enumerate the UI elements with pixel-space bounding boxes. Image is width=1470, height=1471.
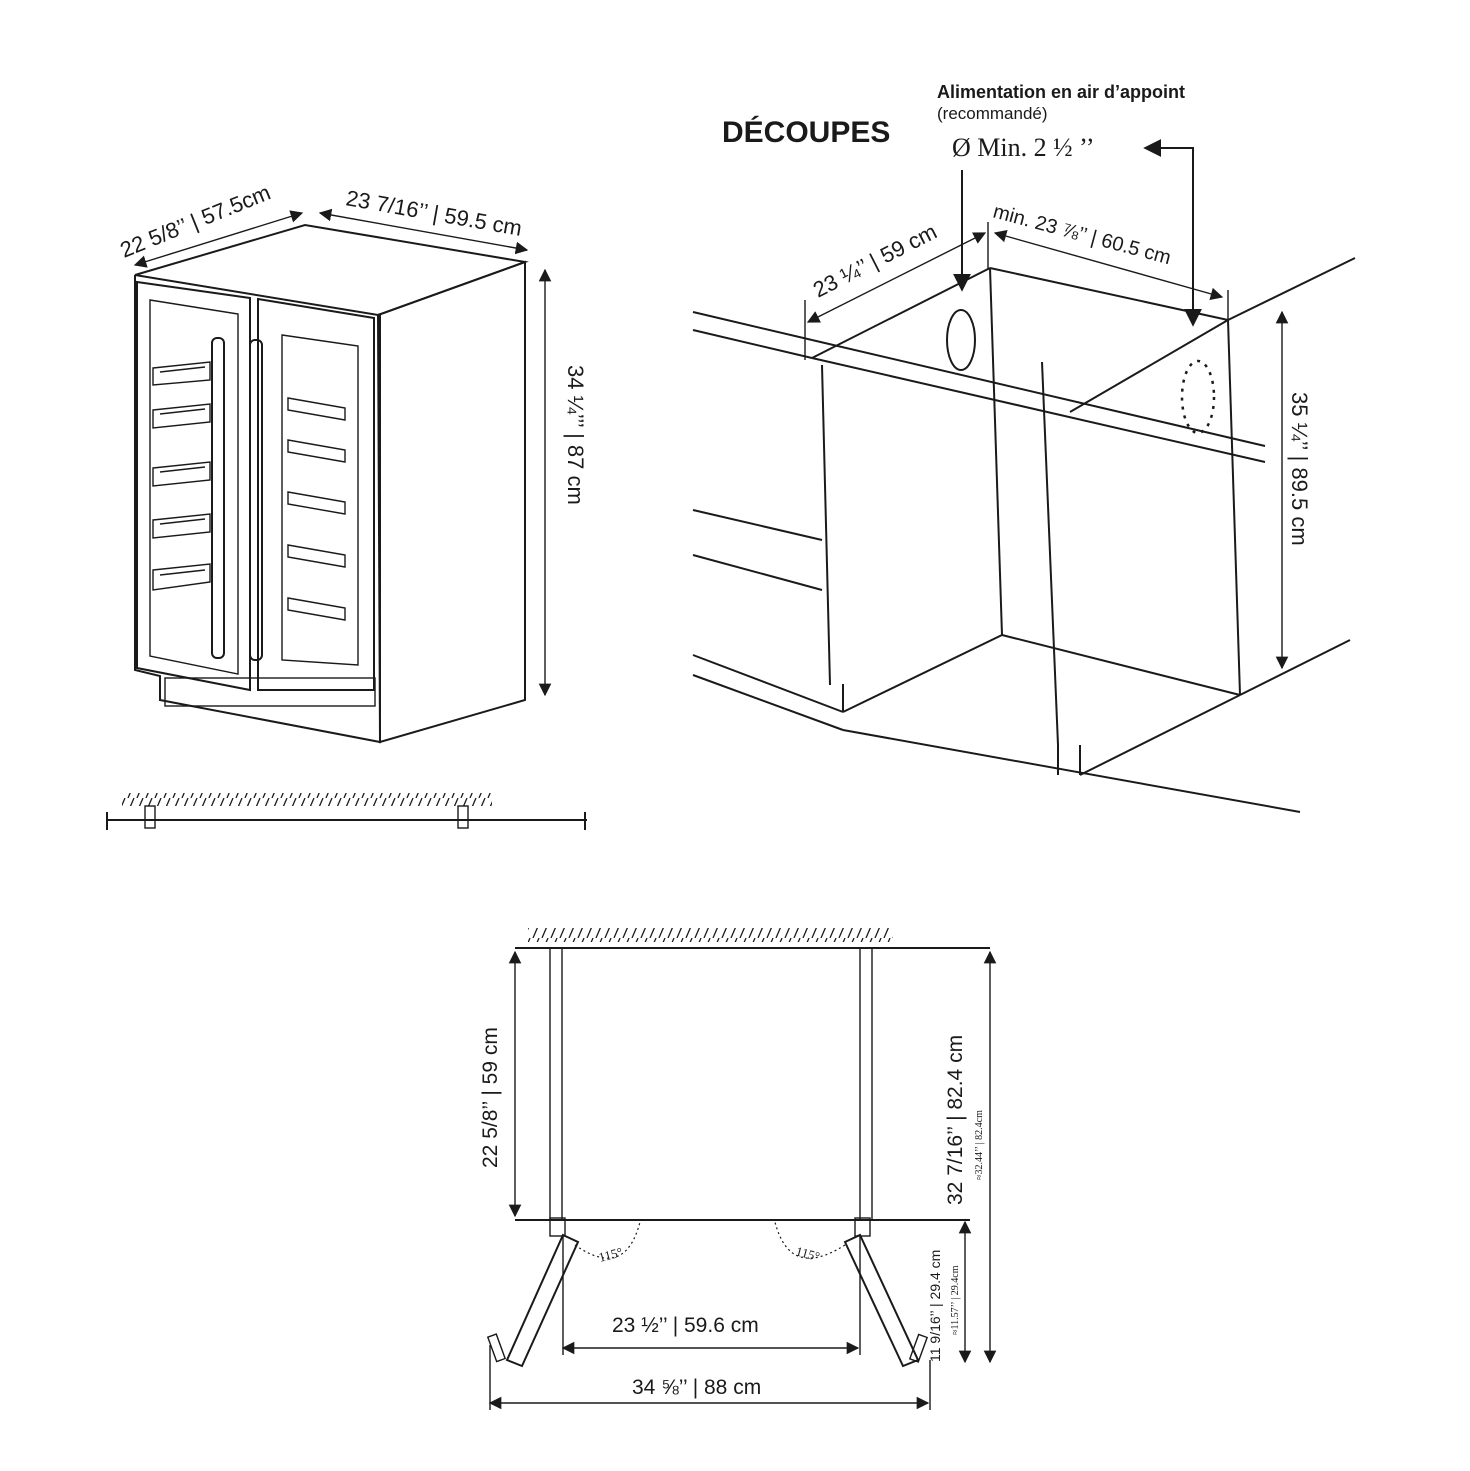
right-vent-hole (1180, 359, 1216, 435)
cabinet-height-label: 34 ¼’’’ | 87 cm (563, 365, 588, 505)
left-foot (144, 805, 156, 829)
plan-depth-label: 22 5/8’’ | 59 cm (479, 1027, 502, 1168)
left-open-door (505, 1233, 580, 1368)
left-shelves (152, 361, 211, 591)
plan-total-depth-small: ≈32.44’’ | 82.4cm (974, 1110, 985, 1180)
right-door (257, 297, 375, 691)
base-grille (164, 677, 376, 707)
cabinet-depth-label: 22 5/8’’ | 57.5cm (117, 180, 275, 263)
cabinet-width-label: 23 7/16’’ | 59.5 cm (344, 185, 524, 241)
left-door-glass (149, 299, 239, 675)
cutout-cavity (692, 267, 1351, 813)
right-angle-label: 115° (794, 1243, 821, 1264)
right-open-door (843, 1233, 920, 1368)
cutout-width-dimension (993, 230, 1224, 300)
cabinet-width-dimension (318, 208, 529, 255)
cutout-title: DÉCOUPES (722, 115, 890, 149)
plan-total-depth-label: 32 7/16’’ | 82.4 cm (944, 1035, 967, 1205)
plan-total-width-label: 34 ⅝’’ | 88 cm (632, 1376, 761, 1399)
plan-inner-width-label: 23 ½’’ | 59.6 cm (612, 1314, 759, 1337)
left-door (136, 280, 251, 692)
air-supply-title: Alimentation en air d’appoint (937, 82, 1185, 102)
right-side-panel (859, 947, 873, 1221)
air-supply-subtitle: (recommandé) (937, 104, 1048, 123)
cabinet-side (376, 260, 526, 744)
right-shelves (287, 397, 346, 621)
cabinet-view: 22 5/8’’ | 57.5cm 23 7/16’’ | 59.5 cm 34… (106, 180, 588, 830)
left-angle-label: 115° (597, 1244, 624, 1265)
right-foot (457, 805, 469, 829)
plan-view: 115° 115° 22 5/8’’ | 59 cm 32 7/16’’ | 8… (479, 928, 997, 1410)
right-swing-arc (774, 1221, 846, 1259)
cutout-height-label: 35 ¼’’ | 89.5 cm (1287, 392, 1312, 546)
left-vent-hole (946, 309, 976, 371)
cutout-view: DÉCOUPES Alimentation en air d’appoint (… (692, 82, 1356, 813)
countertop-lines (692, 257, 1356, 463)
plan-door-depth-label: 11 9/16’’ | 29.4 cm (927, 1250, 943, 1362)
hole-diameter-label: Ø Min. 2 ½ ’’ (952, 133, 1095, 162)
left-side-panel (549, 947, 563, 1221)
cabinet-depth-dimension (133, 210, 304, 268)
cabinet-wall-hatch (122, 793, 492, 806)
plan-door-depth-small: ≈11.57’’ | 29.4cm (950, 1265, 961, 1335)
right-door-glass (281, 334, 359, 666)
plan-wall-hatch (528, 928, 893, 942)
left-swing-arc (574, 1221, 641, 1259)
cutout-depth-label: 23 ¼’’ | 59 cm (809, 219, 941, 303)
left-handle (211, 337, 225, 659)
cutout-depth-dimension (806, 232, 987, 323)
right-hole-arrow (1143, 139, 1202, 327)
cabinet-front (134, 275, 381, 744)
cutout-width-label: min. 23 ⅞’’ | 60.5 cm (991, 201, 1174, 270)
right-handle (249, 339, 263, 661)
